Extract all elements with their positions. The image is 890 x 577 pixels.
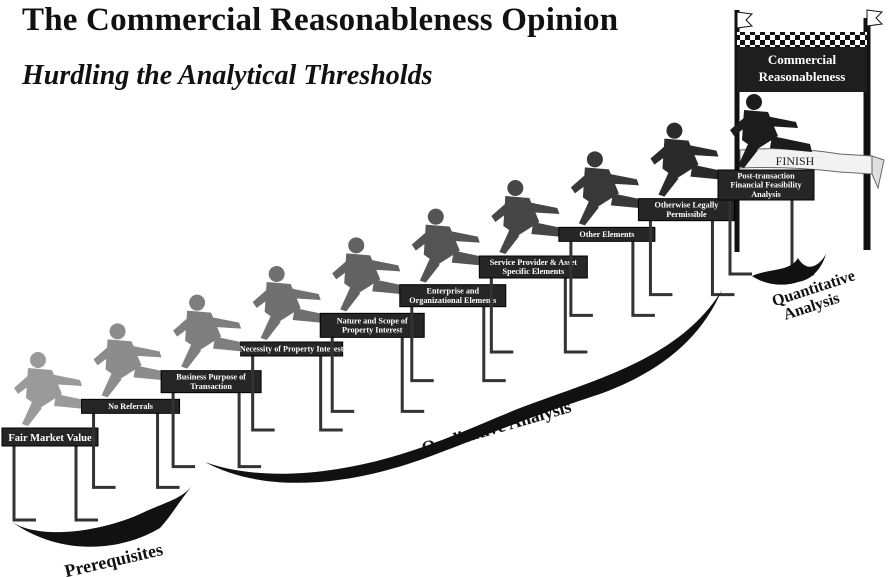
runner-silhouette	[173, 294, 256, 369]
page-subtitle: Hurdling the Analytical Thresholds	[22, 60, 433, 91]
hurdle-label: Financial Feasibility	[730, 181, 802, 190]
hurdle-board	[637, 198, 735, 222]
hurdle-label: Enterprise and	[427, 287, 480, 296]
finish-gate: Commercial Reasonableness FINISH	[734, 9, 885, 252]
tape-tail	[871, 155, 885, 190]
runner-silhouette	[650, 122, 733, 197]
runner-silhouette	[730, 94, 812, 168]
checkered-strip	[737, 32, 867, 47]
hurdle-board	[1, 427, 99, 447]
finish-tape-label: FINISH	[776, 154, 815, 168]
page-title: The Commercial Reasonableness Opinion	[22, 2, 619, 38]
hurdle-board	[240, 341, 344, 357]
right-pennant	[866, 9, 884, 27]
hurdle-label: Nature and Scope of	[337, 316, 408, 325]
hurdles-layer: Fair Market Value No Referrals Business Pu…	[1, 169, 815, 522]
hurdle-label: No Referrals	[108, 402, 153, 411]
hurdle-label: Fair Market Value	[8, 433, 92, 444]
hurdle-label: Necessity of Property Interest	[240, 345, 344, 354]
finish-banner-line2: Reasonableness	[759, 69, 846, 84]
hurdle: Fair Market Value	[1, 427, 99, 522]
hurdle-board	[319, 312, 425, 338]
hurdle-label: Transaction	[190, 382, 232, 391]
hurdle: No Referrals	[81, 398, 181, 489]
runner-silhouette	[332, 237, 415, 312]
finish-banner-line1: Commercial	[768, 52, 837, 67]
hurdle-board	[160, 370, 262, 394]
hurdle-board	[81, 398, 181, 414]
hurdle-label: Other Elements	[579, 230, 634, 239]
hurdle-label: Otherwise Legally	[654, 201, 719, 210]
qualitative-brace	[205, 290, 722, 483]
hurdle-label: Business Purpose of	[176, 373, 246, 382]
group-label-qualitative: Qualitative Analysis	[419, 396, 573, 458]
hurdle-board	[558, 226, 656, 242]
hurdle-label: Analysis	[751, 190, 781, 199]
runner-silhouette	[14, 352, 96, 426]
hurdle: Other Elements	[558, 226, 656, 317]
hurdle-label: Property Interest	[342, 326, 403, 335]
left-pennant	[736, 11, 754, 29]
hurdle-label: Organizational Elements	[409, 296, 496, 305]
hurdle-board	[399, 284, 507, 308]
finish-banner	[737, 47, 867, 92]
runner-silhouette	[93, 323, 176, 398]
hurdle-board	[717, 169, 815, 201]
hurdle-label: Service Provider & Asset	[490, 258, 578, 267]
runner-silhouette	[252, 266, 335, 340]
runner-silhouette	[491, 180, 574, 254]
quantitative-brace	[752, 254, 826, 285]
hurdle-label: Specific Elements	[503, 267, 565, 276]
hurdle-label: Permissible	[666, 210, 707, 219]
prerequisites-brace	[12, 486, 192, 547]
hurdle: Necessity of Property Interest	[240, 341, 344, 432]
hurdle-label: Post-transaction	[737, 171, 795, 180]
hurdle-board	[478, 255, 588, 279]
